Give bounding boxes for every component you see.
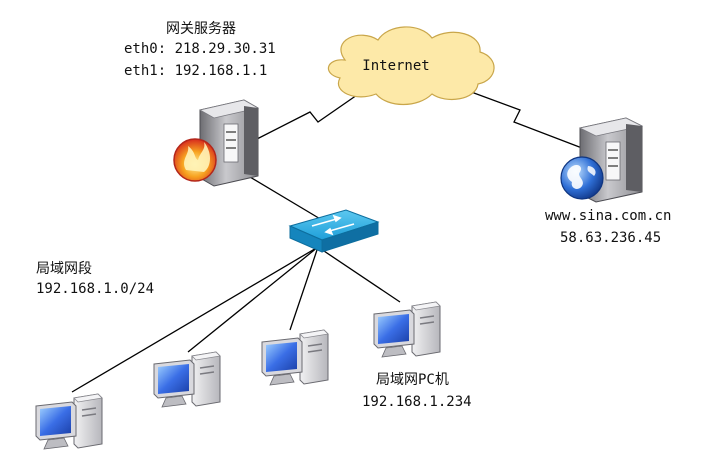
globe-icon [560, 156, 604, 200]
internet-label: Internet [362, 58, 429, 74]
pc-icon-3 [261, 329, 329, 386]
pc-ip: 192.168.1.234 [362, 394, 472, 410]
link-switch-pc2 [187, 246, 319, 353]
switch-icon [288, 209, 380, 253]
gateway-eth1: eth1: 192.168.1.1 [124, 63, 268, 79]
lan-segment-cidr: 192.168.1.0/24 [36, 281, 155, 297]
internet-cloud: Internet [328, 26, 495, 105]
firewall-icon [173, 138, 217, 182]
link-switch-pc1 [71, 246, 319, 393]
gateway-eth0: eth0: 218.29.30.31 [124, 41, 276, 57]
link-switch-pc3 [289, 246, 319, 331]
lan-segment-label: 局域网段 [36, 261, 92, 277]
pc-icon-1 [35, 393, 103, 450]
pc-label: 局域网PC机 [376, 372, 449, 388]
link-switch-pc4 [317, 246, 401, 303]
gateway-title: 网关服务器 [166, 21, 236, 37]
pc-icon-2 [153, 351, 221, 408]
link-internet-server [454, 85, 583, 149]
server-ip: 58.63.236.45 [560, 230, 662, 246]
link-gateway-internet [254, 85, 371, 141]
pc-icon-4 [373, 301, 441, 358]
server-host: www.sina.com.cn [545, 208, 672, 224]
